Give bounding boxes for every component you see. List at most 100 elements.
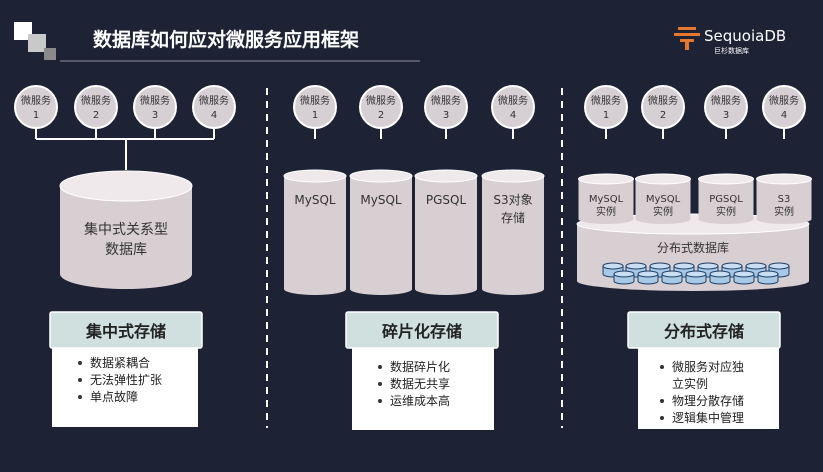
mini-disk-icon <box>709 270 731 285</box>
logo-bar-1 <box>678 27 696 30</box>
mini-disk-top <box>745 262 767 270</box>
bullet-text: 立实例 <box>672 376 708 391</box>
bullet-dot <box>78 395 82 399</box>
mini-disk-top <box>733 270 755 278</box>
instance-cylinder-top <box>698 173 754 185</box>
logo-square-2 <box>28 34 46 52</box>
fragment-database-cylinder <box>283 169 347 295</box>
central-database-cylinder-body <box>60 186 192 289</box>
mini-disk-top <box>625 262 647 270</box>
service-node <box>133 85 177 129</box>
bullet-text: 数据无共享 <box>390 376 450 391</box>
fragment-database-cylinder <box>481 169 545 295</box>
fragment-db-label-1: MySQL <box>360 193 402 207</box>
logo-square-1 <box>14 22 32 40</box>
logo-trunk <box>685 42 689 50</box>
bullet-dot <box>78 378 82 382</box>
fragment-database-cylinder-body <box>350 176 412 295</box>
bullet-dot <box>378 382 382 386</box>
instance-cylinder <box>698 173 754 224</box>
fragment-database-cylinder-body <box>482 176 544 295</box>
service-node <box>584 85 628 129</box>
mini-disk-top <box>649 262 671 270</box>
fragment-db-label-1: MySQL <box>294 193 336 207</box>
service-number: 1 <box>603 110 609 121</box>
bullet-box <box>52 341 198 427</box>
service-node <box>491 85 535 129</box>
service-label: 微服务 <box>648 94 678 107</box>
page-title: 数据库如何应对微服务应用框架 <box>93 28 359 51</box>
bullet-box <box>638 345 779 429</box>
instance-label-1: MySQL <box>589 194 624 205</box>
service-label: 微服务 <box>21 94 51 107</box>
instance-label-2: 实例 <box>653 205 673 218</box>
fragment-db-label-2: 存储 <box>501 210 525 225</box>
service-node <box>762 85 806 129</box>
service-node <box>74 85 118 129</box>
service-node <box>641 85 685 129</box>
distributed-db-label: 分布式数据库 <box>657 240 729 255</box>
central-database-cylinder <box>59 170 193 289</box>
bullet-text: 物理分散存储 <box>672 393 744 408</box>
bullet-box <box>352 345 494 430</box>
service-number: 3 <box>443 110 449 121</box>
fragment-database-cylinder-top <box>283 169 347 183</box>
service-node <box>704 85 748 129</box>
mini-disk-top <box>697 262 719 270</box>
mini-disk-icon <box>685 270 707 285</box>
instance-label-1: MySQL <box>646 194 681 205</box>
mini-disk-top <box>721 262 743 270</box>
service-number: 3 <box>152 110 158 121</box>
instance-label-2: 实例 <box>774 205 794 218</box>
section-label: 集中式存储 <box>85 322 166 341</box>
service-label: 微服务 <box>769 94 799 107</box>
section-label: 碎片化存储 <box>382 322 462 341</box>
section-label-box <box>345 311 499 349</box>
instance-cylinder-body <box>698 179 754 224</box>
mini-disk-top <box>637 270 659 278</box>
instance-cylinder-body <box>578 179 634 224</box>
logo-bar-3 <box>680 39 694 42</box>
bullet-text: 数据紧耦合 <box>90 355 150 370</box>
section-label-box <box>49 311 203 349</box>
service-label: 微服务 <box>591 94 621 107</box>
service-number: 1 <box>33 110 39 121</box>
mini-disk-top <box>602 262 624 270</box>
fragment-db-label-1: S3对象 <box>493 193 532 207</box>
service-label: 微服务 <box>300 94 330 107</box>
service-node <box>424 85 468 129</box>
mini-disk-icon <box>661 270 683 285</box>
mini-disk-top <box>709 270 731 278</box>
service-node <box>359 85 403 129</box>
service-number: 4 <box>781 110 787 121</box>
service-number: 2 <box>378 110 384 121</box>
service-node <box>192 85 236 129</box>
brand-sub: 巨杉数据库 <box>714 46 749 55</box>
central-database-cylinder-top <box>59 170 193 202</box>
service-label: 微服务 <box>199 94 229 107</box>
fragment-database-cylinder-top <box>481 169 545 183</box>
instance-label-1: S3 <box>778 194 791 205</box>
logo-square-3 <box>44 48 56 60</box>
bullet-dot <box>660 416 664 420</box>
service-number: 1 <box>312 110 318 121</box>
sequoiadb-logo-icon <box>674 27 700 50</box>
service-label: 微服务 <box>711 94 741 107</box>
service-label: 微服务 <box>366 94 396 107</box>
fragment-database-cylinder-top <box>414 169 478 183</box>
service-number: 4 <box>211 110 217 121</box>
bullet-text: 单点故障 <box>90 389 138 404</box>
mini-disk-top <box>768 262 790 270</box>
central-db-label-1: 集中式关系型 <box>84 221 168 238</box>
mini-disk-top <box>757 270 779 278</box>
section-label-box <box>627 311 781 349</box>
bullet-text: 运维成本高 <box>390 393 450 408</box>
service-node <box>14 85 58 129</box>
instance-cylinder-body <box>635 179 691 224</box>
section-label: 分布式存储 <box>664 322 744 341</box>
mini-disk-icon <box>757 270 779 285</box>
fragment-db-label-1: PGSQL <box>426 193 467 207</box>
fragment-database-cylinder-body <box>284 176 346 295</box>
service-node <box>293 85 337 129</box>
